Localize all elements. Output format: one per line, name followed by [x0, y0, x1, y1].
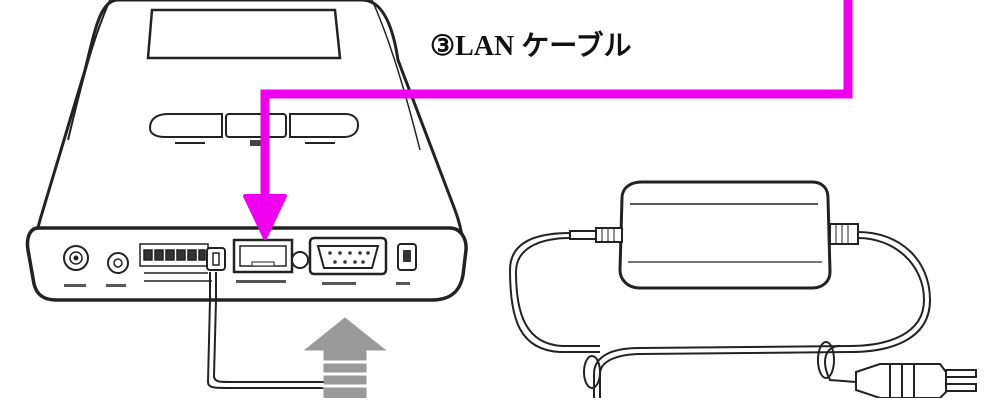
lan-cable-caption: ③LAN ケーブル: [430, 29, 632, 62]
ethernet-port-icon: [232, 238, 309, 274]
ac-adapter-icon: [569, 180, 859, 290]
lan-cable-route: [243, 0, 853, 240]
ac-cable: [593, 231, 932, 398]
audio-jack-icon: [107, 252, 129, 274]
insertion-arrow-icon: [303, 317, 387, 399]
router-device: [25, 0, 468, 302]
front-buttons: [148, 113, 360, 146]
front-cable: [206, 272, 330, 389]
terminal-block: [139, 243, 209, 267]
power-plug-icon: [855, 363, 977, 399]
dc-jack-icon: [63, 245, 89, 271]
db9-serial-port-icon: [308, 236, 388, 276]
rear-panel-markings: [64, 272, 410, 287]
dc-cable: [508, 232, 600, 353]
power-switch-icon: [397, 243, 417, 271]
arrow-down-icon: [243, 194, 287, 240]
